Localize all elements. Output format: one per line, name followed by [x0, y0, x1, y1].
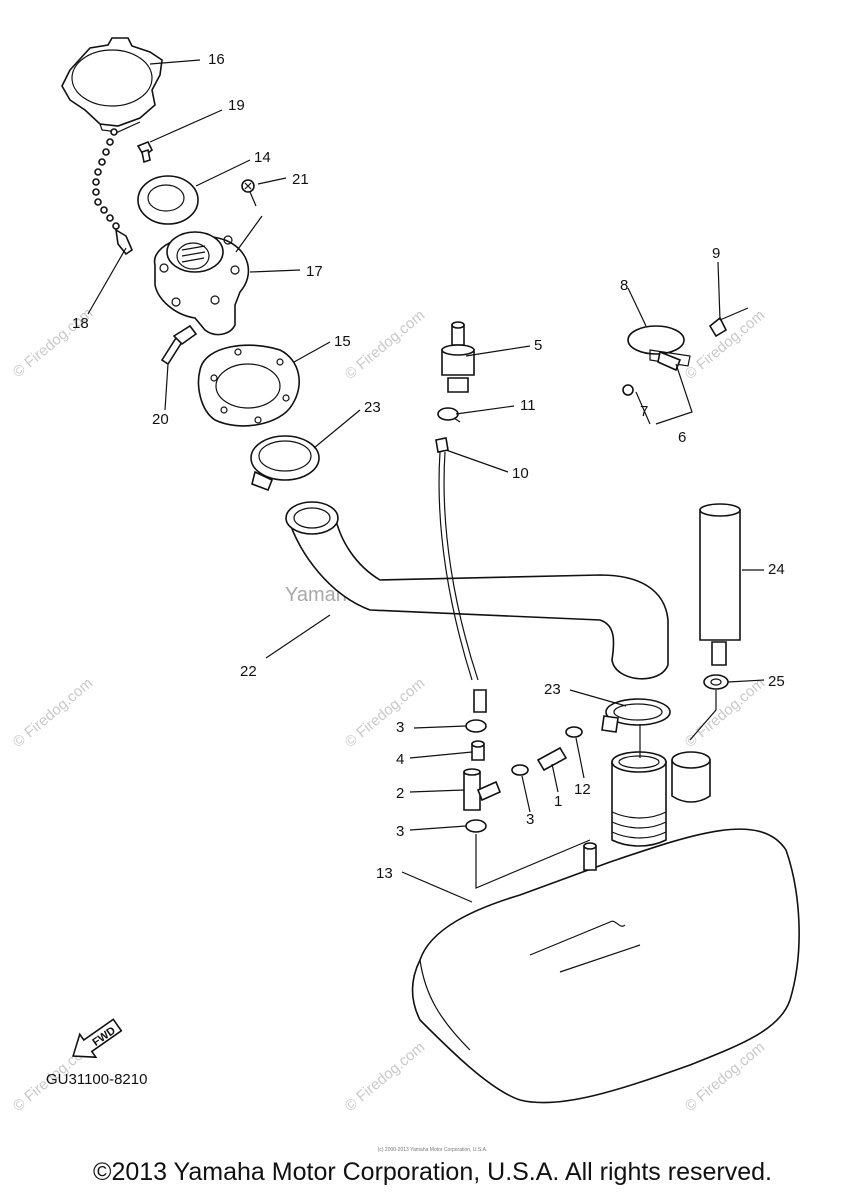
callout-23-lower: 23	[544, 681, 561, 698]
callout-17: 17	[306, 263, 323, 280]
watermark-site: © Firedog.com	[10, 675, 96, 751]
callout-24: 24	[768, 561, 785, 578]
callout-13: 13	[376, 865, 393, 882]
fuel-tank	[411, 828, 800, 1104]
tank-filler-neck	[611, 751, 667, 847]
callout-9: 9	[712, 245, 720, 262]
callout-10: 10	[512, 465, 529, 482]
joint-1	[536, 746, 568, 772]
diagram-code: GU31100-8210	[46, 1071, 147, 1088]
watermark-site: © Firedog.com	[342, 307, 428, 383]
callout-7: 7	[640, 403, 648, 420]
clamp-3b	[511, 764, 529, 776]
callout-23-upper: 23	[364, 399, 381, 416]
callout-3-mid: 3	[526, 811, 534, 828]
tether-chain	[92, 128, 133, 256]
callout-21: 21	[292, 171, 309, 188]
pin-20	[160, 324, 198, 366]
callout-14: 14	[254, 149, 271, 166]
callout-2: 2	[396, 785, 404, 802]
joint-4	[471, 740, 485, 761]
callout-20: 20	[152, 411, 169, 428]
tank-breather-neck	[671, 751, 711, 803]
callout-22: 22	[240, 663, 257, 680]
callout-4: 4	[396, 751, 404, 768]
callout-16: 16	[208, 51, 225, 68]
vent-hose	[435, 437, 487, 713]
filler-neck	[153, 231, 250, 336]
hose-clamp-upper	[250, 435, 320, 492]
screw-21	[241, 179, 257, 207]
clamp-3a	[465, 719, 487, 733]
neck-gasket	[197, 344, 300, 427]
fuel-cap	[61, 37, 163, 133]
leader-lines	[87, 59, 765, 903]
callout-1: 1	[554, 793, 562, 810]
breather-pipe	[699, 503, 741, 666]
callout-8: 8	[620, 277, 628, 294]
callout-3-bottom: 3	[396, 823, 404, 840]
callout-12: 12	[574, 781, 591, 798]
callouts: 16 19 14 21 17 18 20 15 23 5 11 10 8 9 7…	[72, 51, 785, 882]
copyright-notice: ©2013 Yamaha Motor Corporation, U.S.A. A…	[93, 1158, 772, 1186]
callout-18: 18	[72, 315, 89, 332]
clamp-3c	[465, 819, 487, 833]
clamp-11	[437, 407, 461, 423]
callout-5: 5	[534, 337, 542, 354]
grommet-25	[703, 674, 729, 690]
vent-valve	[441, 321, 475, 393]
filler-hose	[285, 501, 669, 680]
watermark-site: © Firedog.com	[342, 1039, 428, 1115]
washer-7	[622, 384, 634, 396]
watermark-site: © Firedog.com	[342, 675, 428, 751]
callout-15: 15	[334, 333, 351, 350]
bolt-9	[708, 307, 749, 338]
callout-19: 19	[228, 97, 245, 114]
hose-clamp-lower	[601, 698, 671, 733]
callout-6: 6	[678, 429, 686, 446]
screw-19	[136, 140, 154, 164]
joint-2	[463, 768, 502, 811]
clamp-12	[565, 726, 583, 738]
cap-gasket	[137, 175, 199, 225]
fine-print: (c) 2000-2013 Yamaha Motor Corporation, …	[377, 1147, 488, 1153]
callout-11: 11	[520, 397, 536, 414]
callout-3-top: 3	[396, 719, 404, 736]
callout-25: 25	[768, 673, 785, 690]
tank-strap	[627, 325, 691, 372]
tank-nipple	[583, 842, 597, 871]
